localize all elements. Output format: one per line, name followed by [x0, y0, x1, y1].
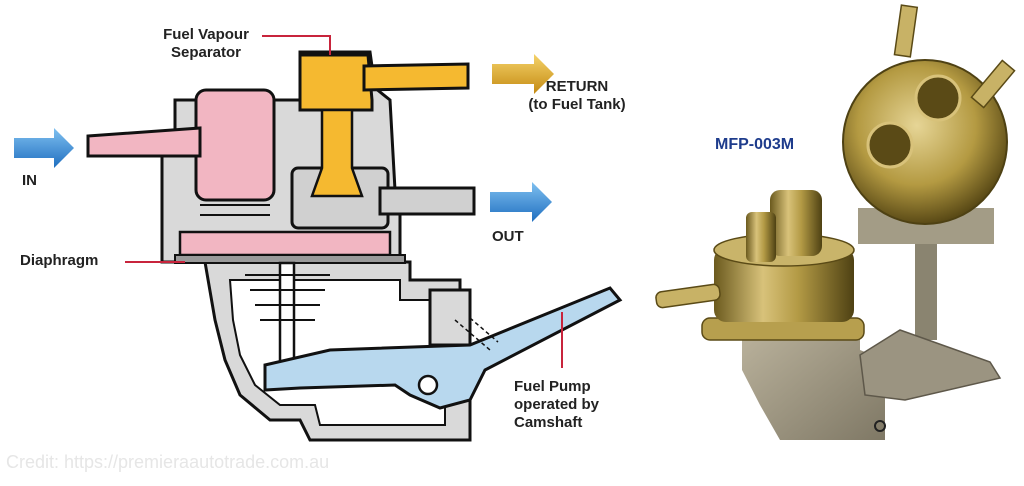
- front-pump-cup: [714, 248, 854, 322]
- return-pipe: [362, 62, 470, 92]
- front-pump-lever: [859, 329, 1002, 401]
- label-diaphragm: Diaphragm: [20, 252, 99, 269]
- push-rod: [278, 261, 296, 375]
- front-pump-cap: [746, 212, 776, 262]
- inlet-chamber: [194, 88, 276, 202]
- separator-leader: [262, 35, 331, 55]
- pump-cutaway-diagram: [86, 50, 623, 442]
- rear-port-2: [866, 121, 914, 169]
- front-pump-dome: [770, 190, 822, 256]
- rocker-housing: [428, 288, 472, 347]
- flow-arrows: [14, 54, 554, 222]
- in-arrow: [14, 128, 74, 168]
- inlet-pipe: [86, 126, 202, 158]
- rear-port-1: [914, 74, 962, 122]
- front-pump-bolt: [874, 420, 886, 432]
- rear-pump-arm: [915, 230, 937, 340]
- diaphragm-plate: [174, 254, 406, 264]
- lever-pivot: [417, 374, 439, 396]
- label-return: RETURN (to Fuel Tank): [528, 78, 626, 113]
- return-arrow: [492, 54, 554, 94]
- outlet-pipe: [378, 186, 476, 216]
- pump-photo: [655, 4, 1016, 440]
- label-camshaft: Fuel Pump operated by Camshaft: [514, 378, 600, 431]
- rear-nozzle-top: [893, 4, 919, 58]
- rocker-lever: [263, 286, 623, 410]
- front-nozzle-left: [655, 283, 721, 309]
- front-pump-body: [742, 320, 885, 440]
- vapour-stem: [310, 108, 364, 198]
- rear-nozzle-right: [970, 59, 1016, 109]
- leader-lines: [125, 35, 563, 368]
- label-fuel-vapour-separator: Fuel Vapour Separator: [163, 26, 249, 61]
- lever-pin-dashes: [454, 317, 499, 351]
- credit-watermark: Credit: https://premieraautotrade.com.au: [6, 452, 330, 472]
- out-arrow: [490, 182, 552, 222]
- return-spring: [245, 274, 330, 321]
- diaphragm-chamber: [178, 230, 392, 257]
- label-model: MFP-003M: [715, 136, 795, 153]
- valve-springs: [200, 204, 385, 229]
- vapour-separator: [298, 53, 374, 112]
- label-in: IN: [22, 172, 37, 189]
- rear-pump-cover: [842, 59, 1008, 225]
- label-out: OUT: [492, 228, 524, 245]
